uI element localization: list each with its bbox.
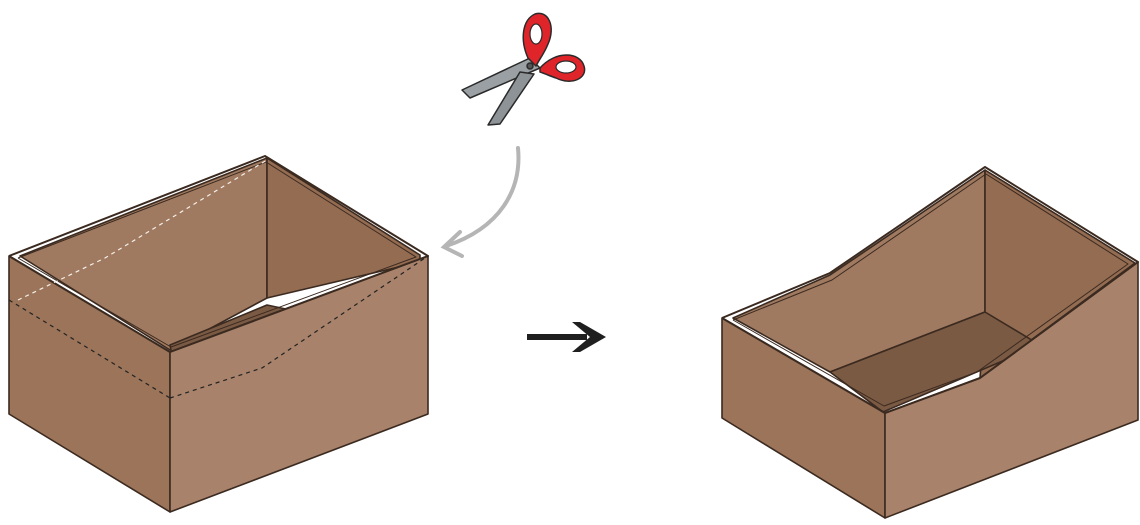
- box-before-cut: [8, 155, 429, 513]
- scissors-pivot: [526, 62, 534, 70]
- box-after-cut: [721, 166, 1139, 519]
- cut-line-back: [17, 159, 268, 301]
- scissors-icon: [461, 12, 586, 126]
- cut-line-front: [169, 255, 429, 399]
- top-rim-inner: [17, 161, 417, 348]
- curved-arrow-icon: [440, 146, 521, 258]
- top-rim-inner: [732, 173, 1129, 407]
- scissors-blade-lower: [487, 71, 535, 126]
- right-arrow-icon: [527, 322, 606, 352]
- top-rim: [721, 166, 1139, 414]
